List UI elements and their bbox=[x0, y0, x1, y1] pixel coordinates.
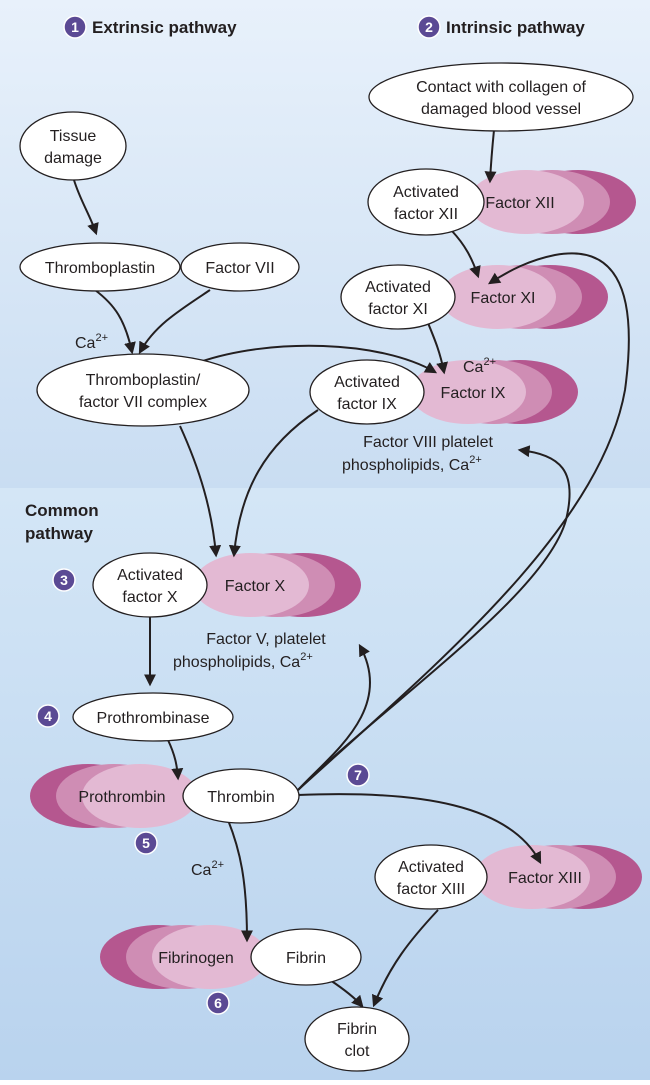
blob-factor-xii: Factor XII bbox=[468, 170, 636, 234]
node-prothrombinase: Prothrombinase bbox=[72, 692, 234, 742]
arrow-xii-to-xi bbox=[451, 230, 481, 279]
node-factor-vii: Factor VII bbox=[180, 242, 300, 292]
factor-v-cofactor-line2: phospholipids, Ca2+ bbox=[173, 651, 313, 671]
svg-text:Factor VII: Factor VII bbox=[205, 260, 274, 277]
svg-text:5: 5 bbox=[142, 835, 150, 851]
common-pathway-title-line1: Common bbox=[25, 501, 99, 520]
blob-factor-xiii: Factor XIII bbox=[474, 845, 642, 909]
svg-text:Prothrombinase: Prothrombinase bbox=[97, 710, 210, 727]
blob-prothrombin-label: Prothrombin bbox=[78, 789, 165, 806]
arrow-tissue-to-thromboplastin bbox=[73, 179, 99, 236]
arrow-thrombin-to-factorxiii bbox=[297, 793, 542, 865]
step-badge-3: 3 bbox=[52, 568, 76, 592]
arrow-prothrombinase-to-thrombin bbox=[167, 739, 184, 781]
svg-text:Thromboplastin: Thromboplastin bbox=[45, 260, 155, 277]
blob-fibrinogen-layer-3 bbox=[152, 925, 268, 989]
blob-factor-xi: Factor XI bbox=[440, 265, 608, 329]
arrow-thrombin-to-factorxi bbox=[297, 252, 630, 791]
factor-viii-cofactor-line1: Factor VIII platelet bbox=[363, 434, 493, 451]
blob-factor-x-layer-3 bbox=[193, 553, 309, 617]
arrow-xi-to-ix bbox=[427, 322, 448, 375]
arrow-thrombin-to-fibrin bbox=[227, 819, 253, 943]
arrow-complex-to-factorix bbox=[199, 344, 438, 374]
intrinsic-pathway-title: Intrinsic pathway bbox=[446, 18, 585, 37]
node-thromboplastin: Thromboplastin bbox=[19, 242, 181, 292]
arrow-factorvii-to-complex bbox=[138, 289, 211, 355]
factor-blobs: Factor XII Factor XI Factor IX Factor X Fact… bbox=[30, 170, 642, 989]
ca-label-extrinsic: Ca2+ bbox=[75, 332, 108, 352]
svg-text:Thrombin: Thrombin bbox=[207, 789, 275, 806]
arrow-ix-to-factorx bbox=[228, 409, 319, 558]
blob-factor-x-label: Factor X bbox=[225, 578, 286, 595]
svg-text:Fibrin: Fibrin bbox=[286, 950, 326, 967]
step-badge-1 bbox=[63, 15, 87, 39]
blob-factor-xi-label: Factor XI bbox=[471, 290, 536, 307]
blob-prothrombin-layer-3 bbox=[82, 764, 198, 828]
svg-text:3: 3 bbox=[60, 572, 68, 588]
step-badge-6: 6 bbox=[206, 991, 230, 1015]
blob-factor-ix-label: Factor IX bbox=[441, 385, 506, 402]
step-badge-2-number: 2 bbox=[425, 19, 433, 35]
factor-viii-cofactor-line2: phospholipids, Ca2+ bbox=[342, 454, 482, 474]
intrinsic-header: 2 Intrinsic pathway bbox=[417, 15, 585, 39]
ca-label-fibrinogen: Ca2+ bbox=[191, 859, 224, 879]
arrow-fibrin-to-clot bbox=[329, 979, 364, 1008]
factor-v-cofactor-line1: Factor V, platelet bbox=[206, 631, 326, 648]
extrinsic-header: 1 Extrinsic pathway bbox=[63, 15, 237, 39]
arrow-xiii-to-clot bbox=[371, 909, 439, 1008]
blob-factor-xii-layer-3 bbox=[468, 170, 584, 234]
svg-text:7: 7 bbox=[354, 767, 362, 783]
step-badge-4: 4 bbox=[36, 704, 60, 728]
ca-label-factor-ix: Ca2+ bbox=[463, 356, 496, 376]
extrinsic-pathway-title: Extrinsic pathway bbox=[92, 18, 237, 37]
svg-text:4: 4 bbox=[44, 708, 52, 724]
blob-factor-xii-label: Factor XII bbox=[485, 195, 554, 212]
arrow-thromboplastin-to-complex bbox=[94, 289, 136, 355]
blob-fibrinogen: Fibrinogen bbox=[100, 925, 268, 989]
blob-factor-ix: Factor IX bbox=[410, 360, 578, 424]
step-badge-2 bbox=[417, 15, 441, 39]
blob-prothrombin: Prothrombin bbox=[30, 764, 198, 828]
blob-fibrinogen-label: Fibrinogen bbox=[158, 950, 234, 967]
node-thrombin: Thrombin bbox=[182, 768, 300, 824]
step-badge-1-number: 1 bbox=[71, 19, 79, 35]
svg-text:Thromboplastin/factor VII comp: Thromboplastin/factor VII complex bbox=[79, 372, 207, 411]
step-badge-5: 5 bbox=[134, 831, 158, 855]
blob-factor-ix-layer-3 bbox=[410, 360, 526, 424]
node-thromboplastin-factor-vii-complex: Thromboplastin/factor VII complex bbox=[36, 353, 250, 427]
blob-factor-xi-layer-3 bbox=[440, 265, 556, 329]
arrows bbox=[73, 129, 630, 1008]
arrow-contact-to-xii bbox=[484, 129, 497, 184]
common-pathway-title-line2: pathway bbox=[25, 524, 94, 543]
node-fibrin: Fibrin bbox=[250, 928, 362, 986]
arrow-complex-to-factorx bbox=[179, 425, 222, 558]
step-badge-7: 7 bbox=[346, 763, 370, 787]
blob-factor-x: Factor X bbox=[193, 553, 361, 617]
blob-factor-xiii-label: Factor XIII bbox=[508, 870, 582, 887]
blob-factor-xiii-layer-3 bbox=[474, 845, 590, 909]
svg-text:6: 6 bbox=[214, 995, 222, 1011]
